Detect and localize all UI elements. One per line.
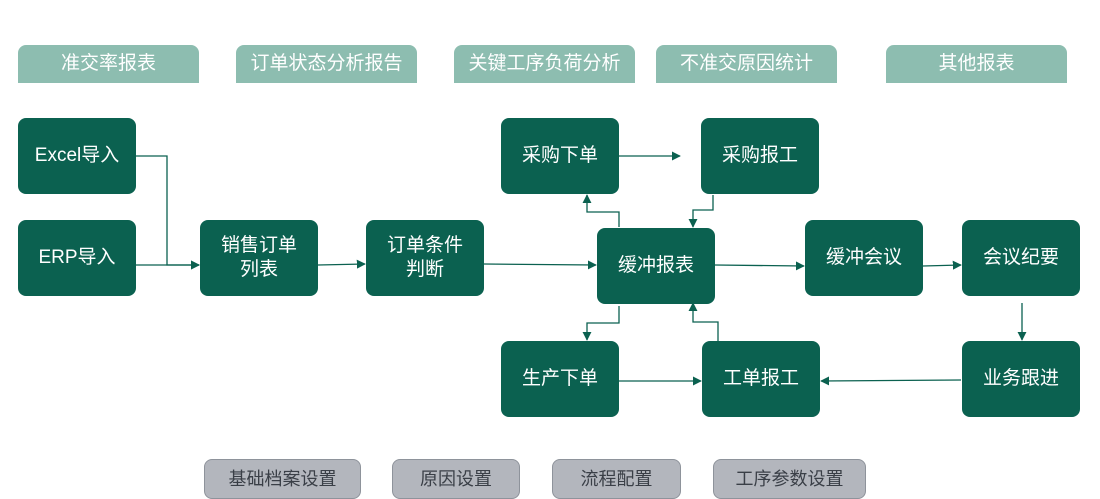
buffer-meeting-node[interactable]: 缓冲会议 — [805, 220, 923, 296]
buffer-meeting-label: 缓冲会议 — [825, 247, 902, 268]
arrow-meeting-to-minutes — [922, 260, 962, 270]
erp-import-node[interactable]: ERP导入 — [18, 220, 136, 296]
purchase-order-node[interactable]: 采购下单 — [501, 118, 619, 194]
arrow-buffer-to-meeting — [714, 261, 805, 271]
order-condition-label-line1: 订单条件 — [386, 235, 463, 256]
production-order-label: 生产下单 — [521, 368, 598, 389]
arrow-buffer-to-purchase-order — [582, 194, 620, 227]
arrow-purchase-report-to-buffer — [688, 195, 714, 228]
work-order-report-node[interactable]: 工单报工 — [702, 341, 820, 417]
tab-not-ontime-reasons[interactable]: 不准交原因统计 — [656, 45, 837, 83]
arrow-work-report-to-buffer — [688, 302, 719, 341]
arrow-sales-to-condition — [317, 259, 366, 269]
erp-import-label: ERP导入 — [38, 247, 116, 268]
production-order-node[interactable]: 生产下单 — [501, 341, 619, 417]
excel-import-node[interactable]: Excel导入 — [18, 118, 136, 194]
flow-arrows — [136, 151, 1027, 386]
basic-archive-settings-button[interactable]: 基础档案设置 — [204, 459, 361, 499]
process-config-button[interactable]: 流程配置 — [552, 459, 681, 499]
tab-key-process-load[interactable]: 关键工序负荷分析 — [454, 45, 635, 83]
reason-settings-button[interactable]: 原因设置 — [392, 459, 520, 499]
buffer-report-node[interactable]: 缓冲报表 — [597, 228, 715, 304]
purchase-order-label: 采购下单 — [521, 145, 598, 166]
purchase-report-label: 采购报工 — [721, 145, 798, 166]
order-condition-node[interactable]: 订单条件 判断 — [366, 220, 484, 296]
tab-order-status-report[interactable]: 订单状态分析报告 — [236, 45, 417, 83]
arrow-buffer-to-production — [582, 306, 620, 341]
excel-import-label: Excel导入 — [34, 145, 120, 166]
procedure-params-settings-button[interactable]: 工序参数设置 — [713, 459, 866, 499]
meeting-minutes-label: 会议纪要 — [982, 247, 1059, 268]
business-followup-label: 业务跟进 — [982, 368, 1059, 389]
meeting-minutes-node[interactable]: 会议纪要 — [962, 220, 1080, 296]
arrow-condition-to-buffer — [483, 260, 597, 270]
sales-order-label-line2: 列表 — [239, 259, 278, 280]
order-condition-label-line2: 判断 — [405, 259, 444, 280]
arrow-excel-to-sales — [136, 155, 200, 270]
sales-order-list-node[interactable]: 销售订单 列表 — [200, 220, 318, 296]
tab-other-reports[interactable]: 其他报表 — [886, 45, 1067, 83]
tab-ontime-report[interactable]: 准交率报表 — [18, 45, 199, 83]
arrow-followup-to-work-report — [820, 376, 962, 386]
business-followup-node[interactable]: 业务跟进 — [962, 341, 1080, 417]
work-order-report-label: 工单报工 — [722, 368, 799, 389]
sales-order-label-line1: 销售订单 — [220, 235, 297, 256]
purchase-report-node[interactable]: 采购报工 — [701, 118, 819, 194]
buffer-report-label: 缓冲报表 — [617, 255, 694, 276]
